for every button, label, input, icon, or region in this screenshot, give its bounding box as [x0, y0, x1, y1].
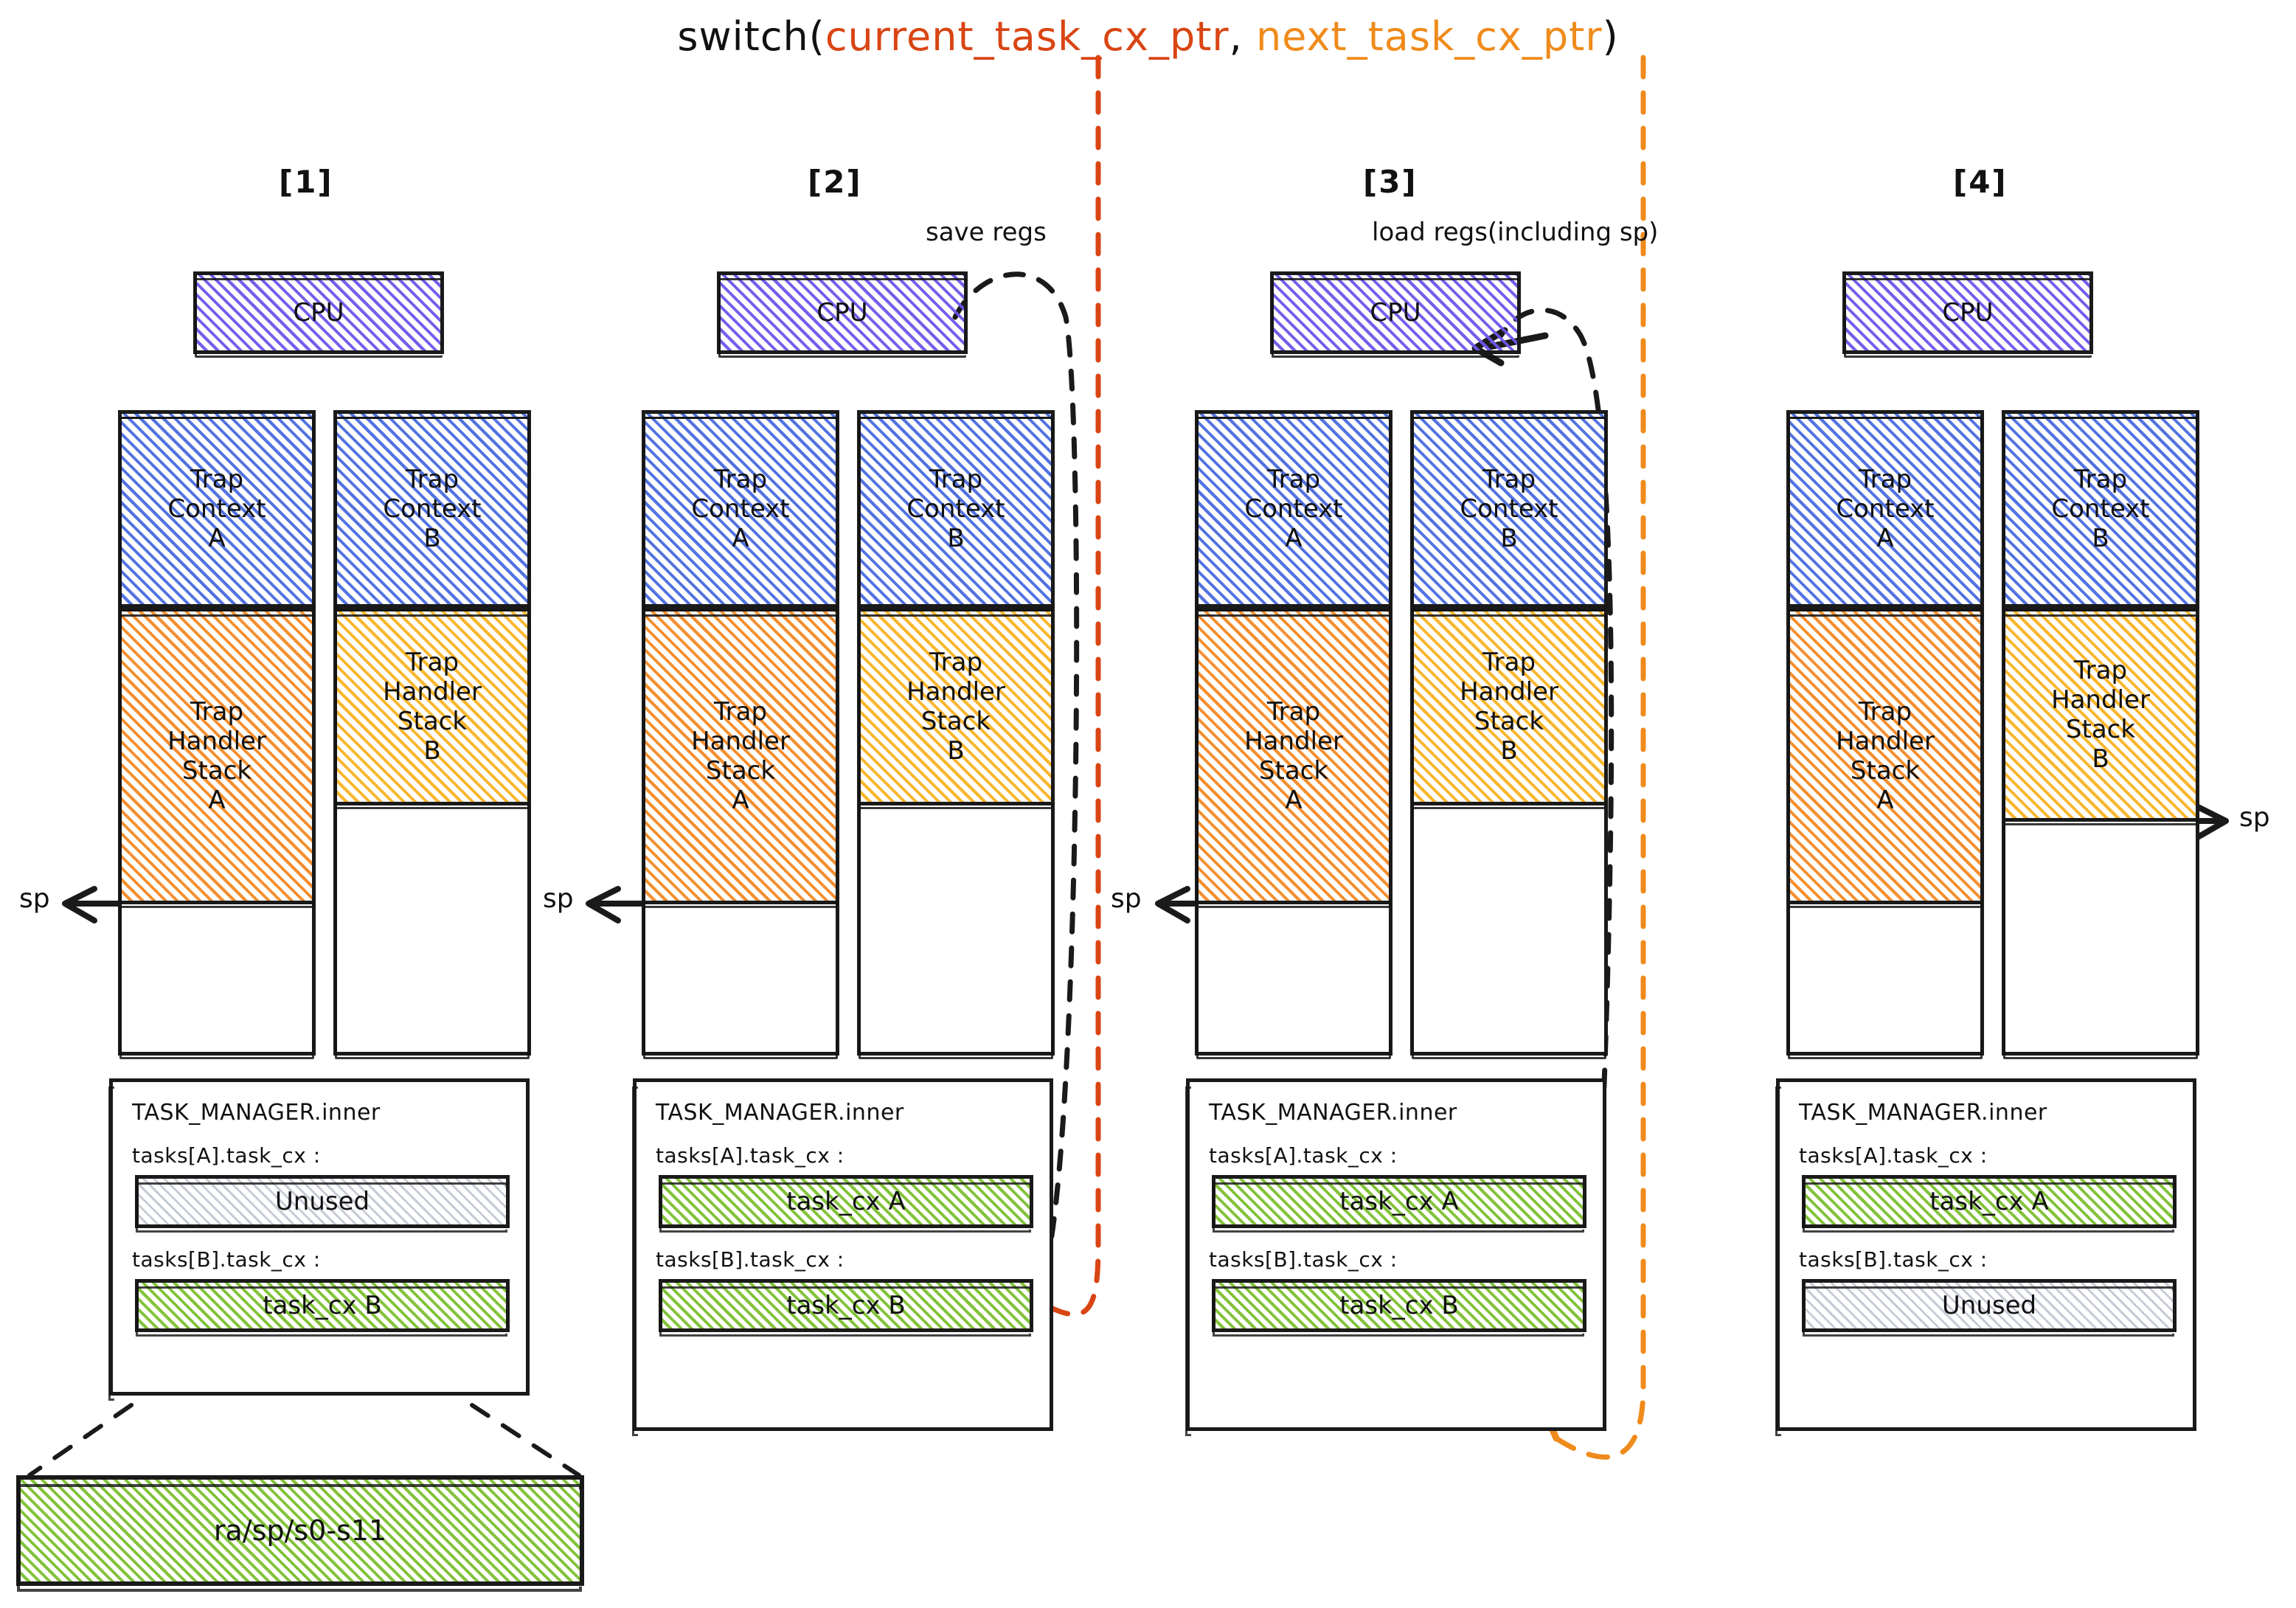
trap-handler-stack-b-label-step2: Trap Handler Stack B: [906, 647, 1005, 766]
task-cx-slot-b-label-step3: task_cx B: [1339, 1291, 1459, 1320]
trap-handler-stack-a-step4: Trap Handler Stack A: [1786, 608, 1984, 904]
trap-handler-stack-b-label-step4: Trap Handler Stack B: [2051, 655, 2150, 774]
sp-label-step2: sp: [543, 884, 574, 914]
tasks-b-key-step3: tasks[B].task_cx :: [1209, 1247, 1398, 1272]
trap-context-b-step3: Trap Context B: [1410, 410, 1608, 608]
task-cx-slot-b-step2[interactable]: task_cx B: [659, 1279, 1033, 1332]
step-header-1: [1]: [279, 164, 333, 200]
task-cx-slot-a-label-step2: task_cx A: [786, 1187, 906, 1216]
trap-handler-stack-b-label-step3: Trap Handler Stack B: [1460, 647, 1558, 766]
trap-handler-stack-a-label-step2: Trap Handler Stack A: [691, 696, 790, 816]
cpu-label: CPU: [293, 297, 344, 328]
step-header-2: [2]: [808, 164, 862, 200]
callout-connector: [27, 1403, 581, 1477]
sp-label-step4: sp: [2239, 803, 2270, 833]
sp-arrow-step3: [1155, 886, 1198, 923]
trap-context-b-step1: Trap Context B: [333, 410, 531, 608]
trap-handler-stack-b-step3: Trap Handler Stack B: [1410, 608, 1608, 805]
task-manager-title-step2: TASK_MANAGER.inner: [656, 1100, 904, 1126]
cpu-box-step1: CPU: [193, 271, 444, 354]
tasks-a-key-step2: tasks[A].task_cx :: [656, 1143, 844, 1168]
trap-context-a-step1: Trap Context A: [118, 410, 316, 608]
trap-context-a-step2: Trap Context A: [642, 410, 839, 608]
trap-context-b-label-step3: Trap Context B: [1460, 464, 1558, 554]
task-cx-slot-a-label-step3: task_cx A: [1339, 1187, 1459, 1216]
trap-handler-stack-a-step1: Trap Handler Stack A: [118, 608, 316, 904]
trap-handler-stack-b-step1: Trap Handler Stack B: [333, 608, 531, 805]
title-arg-current: current_task_cx_ptr: [825, 13, 1229, 60]
task-cx-slot-b-step4[interactable]: Unused: [1802, 1279, 2177, 1332]
task-manager-panel-step1: TASK_MANAGER.inner tasks[A].task_cx : Un…: [109, 1078, 530, 1396]
trap-handler-stack-a-label: Trap Handler Stack A: [167, 696, 266, 816]
callout-label: ra/sp/s0-s11: [213, 1514, 387, 1547]
cpu-label-step3: CPU: [1370, 297, 1421, 328]
tasks-a-key-step4: tasks[A].task_cx :: [1799, 1143, 1988, 1168]
tasks-b-key-step1: tasks[B].task_cx :: [132, 1247, 321, 1272]
trap-context-a-label-step3: Trap Context A: [1244, 464, 1343, 554]
task-cx-slot-a-step1[interactable]: Unused: [135, 1175, 510, 1228]
task-cx-slot-a-step4[interactable]: task_cx A: [1802, 1175, 2177, 1228]
task-manager-title-step1: TASK_MANAGER.inner: [132, 1100, 381, 1126]
save-regs-annotation: save regs: [926, 218, 1047, 247]
step-header-4: [4]: [1953, 164, 2008, 200]
trap-handler-stack-b-label: Trap Handler Stack B: [383, 647, 482, 766]
sp-arrow-step2: [586, 886, 645, 923]
task-manager-panel-step2: TASK_MANAGER.inner tasks[A].task_cx : ta…: [633, 1078, 1053, 1431]
task-cx-slot-b-label-step2: task_cx B: [786, 1291, 906, 1320]
title-suffix: ): [1602, 13, 1619, 60]
task-cx-slot-a-step3[interactable]: task_cx A: [1212, 1175, 1586, 1228]
cpu-label-step2: CPU: [816, 297, 868, 328]
step-header-3: [3]: [1363, 164, 1418, 200]
task-cx-slot-b-step3[interactable]: task_cx B: [1212, 1279, 1586, 1332]
trap-context-a-step4: Trap Context A: [1786, 410, 1984, 608]
trap-context-a-label-step4: Trap Context A: [1836, 464, 1935, 554]
trap-handler-stack-b-step4: Trap Handler Stack B: [2002, 608, 2199, 822]
task-manager-title-step3: TASK_MANAGER.inner: [1209, 1100, 1457, 1126]
task-cx-slot-a-label: Unused: [274, 1187, 370, 1216]
trap-context-a-label-step2: Trap Context A: [691, 464, 790, 554]
cpu-box-step3: CPU: [1270, 271, 1521, 354]
trap-handler-stack-a-step2: Trap Handler Stack A: [642, 608, 839, 904]
trap-handler-stack-a-label-step4: Trap Handler Stack A: [1836, 696, 1935, 816]
trap-context-b-label-step2: Trap Context B: [906, 464, 1005, 554]
trap-context-b-label-step4: Trap Context B: [2051, 464, 2150, 554]
tasks-a-key-step3: tasks[A].task_cx :: [1209, 1143, 1398, 1168]
trap-context-a-label: Trap Context A: [167, 464, 266, 554]
trap-context-a-step3: Trap Context A: [1195, 410, 1392, 608]
title-prefix: switch(: [677, 13, 825, 60]
task-manager-panel-step3: TASK_MANAGER.inner tasks[A].task_cx : ta…: [1186, 1078, 1606, 1431]
title-comma: ,: [1229, 13, 1256, 60]
tasks-a-key-step1: tasks[A].task_cx :: [132, 1143, 321, 1168]
task-manager-panel-step4: TASK_MANAGER.inner tasks[A].task_cx : ta…: [1776, 1078, 2196, 1431]
task-cx-slot-b-label: task_cx B: [263, 1291, 382, 1320]
task-cx-slot-b-label-step4: Unused: [1941, 1291, 2037, 1320]
sp-label-step3: sp: [1111, 884, 1142, 914]
trap-handler-stack-a-step3: Trap Handler Stack A: [1195, 608, 1392, 904]
trap-handler-stack-b-step2: Trap Handler Stack B: [857, 608, 1055, 805]
tasks-b-key-step4: tasks[B].task_cx :: [1799, 1247, 1988, 1272]
load-regs-annotation: load regs(including sp): [1372, 218, 1659, 247]
trap-context-b-label: Trap Context B: [383, 464, 482, 554]
sp-arrow-step1: [62, 886, 121, 923]
tasks-b-key-step2: tasks[B].task_cx :: [656, 1247, 844, 1272]
task-cx-slot-a-label-step4: task_cx A: [1929, 1187, 2049, 1216]
cpu-box-step2: CPU: [717, 271, 968, 354]
trap-context-b-step4: Trap Context B: [2002, 410, 2199, 608]
task-manager-title-step4: TASK_MANAGER.inner: [1799, 1100, 2047, 1126]
sp-label-step1: sp: [19, 884, 50, 914]
cpu-label-step4: CPU: [1942, 297, 1994, 328]
trap-context-b-step2: Trap Context B: [857, 410, 1055, 608]
cpu-box-step4: CPU: [1842, 271, 2093, 354]
trap-handler-stack-a-label-step3: Trap Handler Stack A: [1244, 696, 1343, 816]
task-cx-slot-a-step2[interactable]: task_cx A: [659, 1175, 1033, 1228]
title-arg-next: next_task_cx_ptr: [1255, 13, 1603, 60]
page-title: switch(current_task_cx_ptr, next_task_cx…: [0, 13, 2296, 60]
callout-ra-sp-s0-s11: ra/sp/s0-s11: [16, 1475, 584, 1586]
task-cx-slot-b-step1[interactable]: task_cx B: [135, 1279, 510, 1332]
